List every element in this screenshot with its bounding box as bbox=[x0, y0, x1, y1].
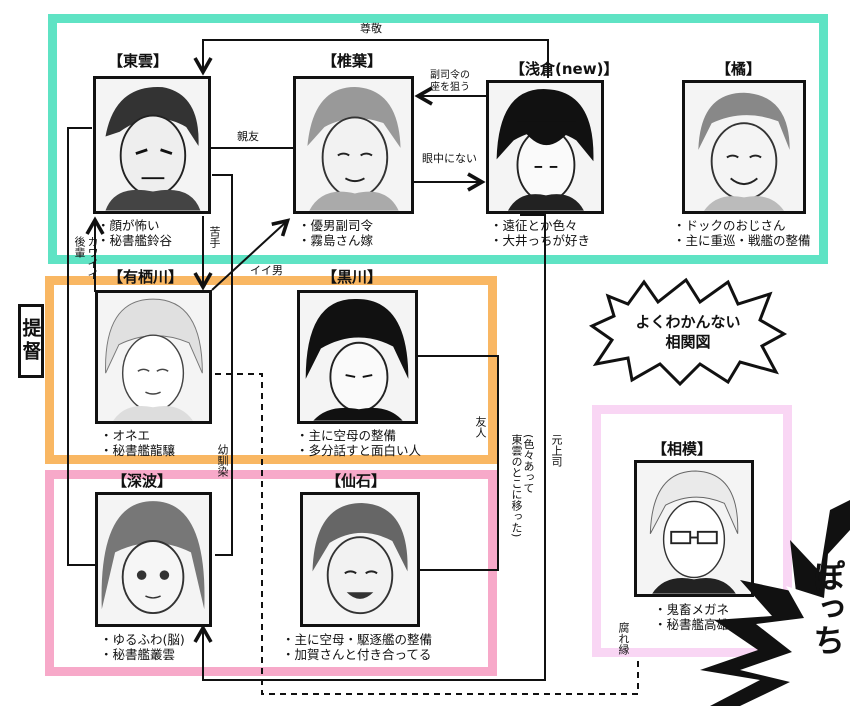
name-arisugawa: 【有栖川】 bbox=[108, 268, 184, 286]
label-kohai: 後輩 bbox=[73, 236, 86, 258]
desc-asakura-line-1: ・遠征とか色々 bbox=[490, 218, 578, 233]
portrait-sengoku bbox=[300, 492, 420, 627]
title-speech-bubble bbox=[588, 277, 788, 386]
desc-asakura: ・遠征とか色々 ・大井っちが好き bbox=[490, 218, 590, 248]
name-shiiba: 【椎葉】 bbox=[322, 52, 383, 70]
portrait-shinonome bbox=[93, 76, 211, 214]
desc-kurokawa-line-2: ・多分話すと面白い人 bbox=[296, 443, 422, 458]
label-motojoushi: 元上司 bbox=[550, 434, 563, 467]
desc-sagami: ・鬼畜メガネ ・秘書艦高雄 bbox=[654, 602, 729, 632]
title-line-2: 相関図 bbox=[665, 333, 711, 351]
portrait-tachibana bbox=[682, 80, 806, 214]
portrait-asakura bbox=[486, 80, 604, 214]
desc-fukanami-line-1: ・ゆるふわ(脳) bbox=[100, 632, 185, 647]
desc-fukanami-line-2: ・秘書艦叢雲 bbox=[100, 647, 176, 662]
label-kawaii: カワイイ bbox=[86, 236, 99, 280]
label-osananajimi: 幼馴染 bbox=[216, 444, 229, 477]
sfx-burst bbox=[700, 500, 850, 706]
desc-sengoku-line-2: ・加賀さんと付き合ってる bbox=[282, 647, 432, 662]
portrait-fukanami bbox=[95, 492, 212, 627]
desc-kurokawa-line-1: ・主に空母の整備 bbox=[296, 428, 397, 443]
label-fukushirei: 副司令の 座を狙う bbox=[430, 70, 470, 93]
desc-arisugawa: ・オネエ ・秘書艦龍驤 bbox=[100, 428, 175, 458]
desc-shiiba-line-2: ・霧島さん嫁 bbox=[298, 233, 374, 248]
portrait-shiiba bbox=[293, 76, 414, 214]
desc-tachibana-line-1: ・ドックのおじさん bbox=[673, 218, 786, 233]
name-sengoku: 【仙石】 bbox=[326, 472, 387, 490]
name-shinonome: 【東雲】 bbox=[108, 52, 169, 70]
portrait-arisugawa bbox=[95, 290, 212, 424]
label-motojoushi-note: (色々あって 東雲のとこに移った) bbox=[510, 434, 535, 538]
desc-sengoku: ・主に空母・駆逐艦の整備 ・加賀さんと付き合ってる bbox=[282, 632, 432, 662]
label-ganchu: 眼中にない bbox=[422, 152, 477, 165]
desc-arisugawa-line-2: ・秘書艦龍驤 bbox=[100, 443, 176, 458]
name-tachibana: 【橘】 bbox=[716, 60, 762, 78]
desc-kurokawa: ・主に空母の整備 ・多分話すと面白い人 bbox=[296, 428, 421, 458]
desc-arisugawa-line-1: ・オネエ bbox=[100, 428, 151, 443]
portrait-sagami bbox=[634, 460, 754, 597]
desc-shinonome: ・顔が怖い ・秘書艦鈴谷 bbox=[97, 218, 172, 248]
title-line-1: よくわかんない bbox=[635, 313, 741, 331]
desc-shiiba-line-1: ・優男副司令 bbox=[298, 218, 374, 233]
desc-shinonome-line-1: ・顔が怖い bbox=[97, 218, 160, 233]
desc-asakura-line-2: ・大井っちが好き bbox=[490, 233, 591, 248]
desc-fukanami: ・ゆるふわ(脳) ・秘書艦叢雲 bbox=[100, 632, 185, 662]
label-kusareen: 腐れ縁 bbox=[617, 622, 630, 655]
desc-tachibana-line-2: ・主に重巡・戦艦の整備 bbox=[673, 233, 811, 248]
desc-tachibana: ・ドックのおじさん ・主に重巡・戦艦の整備 bbox=[673, 218, 811, 248]
teitoku-label: 提督 bbox=[18, 304, 44, 378]
name-fukanami: 【深波】 bbox=[112, 472, 173, 490]
name-sagami: 【相模】 bbox=[652, 440, 713, 458]
desc-sagami-line-2: ・秘書艦高雄 bbox=[654, 617, 730, 632]
desc-sagami-line-1: ・鬼畜メガネ bbox=[654, 602, 730, 617]
sfx-text: ぽっち bbox=[808, 560, 846, 656]
name-asakura: 【浅倉(new)】 bbox=[510, 60, 619, 78]
label-iiotoko: イイ男 bbox=[250, 264, 283, 277]
desc-shiiba: ・優男副司令 ・霧島さん嫁 bbox=[298, 218, 373, 248]
desc-shinonome-line-2: ・秘書艦鈴谷 bbox=[97, 233, 173, 248]
name-kurokawa: 【黒川】 bbox=[322, 268, 383, 286]
label-yujin: 友人 bbox=[474, 416, 487, 438]
title-text: よくわかんない 相関図 bbox=[588, 312, 788, 352]
label-nigate: 苦手 bbox=[208, 226, 221, 248]
label-sonkei: 尊敬 bbox=[360, 22, 382, 35]
label-shinyu: 親友 bbox=[237, 130, 259, 143]
portrait-kurokawa bbox=[297, 290, 418, 424]
desc-sengoku-line-1: ・主に空母・駆逐艦の整備 bbox=[282, 632, 433, 647]
